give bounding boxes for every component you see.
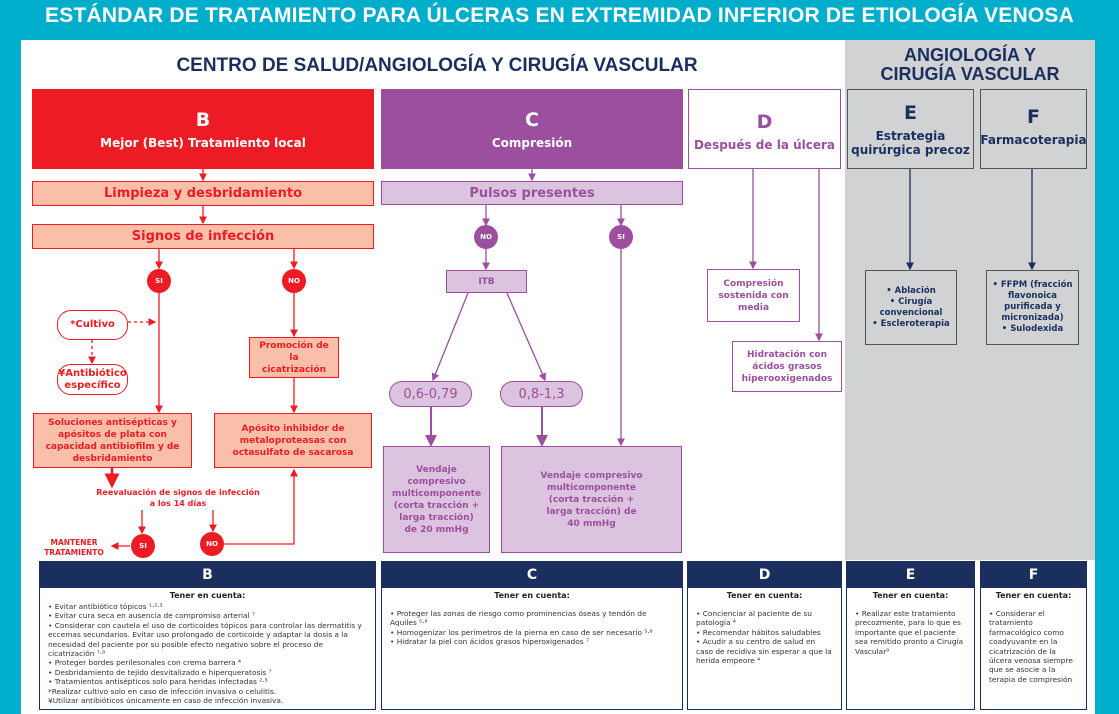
- hidratacion-acidos-grasos: Hidratación con ácidos grasos hiperooxig…: [732, 341, 842, 392]
- list-item: • Sulodexida: [1001, 324, 1064, 334]
- note-footnote: *Realizar cultivo solo en caso de infecc…: [48, 686, 277, 696]
- step-signos-infeccion: Signos de infección: [32, 224, 374, 249]
- column-f-header: F Farmacoterapia: [980, 89, 1087, 169]
- mantener-tratamiento: MANTENER TRATAMIENTO: [44, 538, 104, 557]
- soluciones-antisepticas: Soluciones antisépticas y apósitos de pl…: [33, 413, 192, 468]
- column-letter: D: [756, 110, 773, 133]
- step-pulsos-presentes: Pulsos presentes: [381, 181, 683, 205]
- heading-line: ANGIOLOGÍA Y: [903, 45, 1036, 65]
- column-d-header: D Después de la úlcera: [688, 89, 841, 169]
- decision-si: SI: [609, 225, 633, 249]
- notes-c: C Tener en cuenta: Proteger las zonas de…: [381, 561, 683, 710]
- note-item: Evitar cura seca en ausencia de compromi…: [48, 611, 367, 620]
- note-item: Homogenizar los perímetros de la pierna …: [390, 628, 674, 637]
- reevaluacion-text: Reevaluación de signos de infección a los…: [80, 487, 276, 509]
- heading-line: CIRUGÍA VASCULAR: [880, 64, 1060, 84]
- notes-letter: C: [382, 562, 682, 588]
- notes-letter: B: [40, 562, 375, 588]
- compresion-sostenida: Compresión sostenida con media: [707, 269, 800, 322]
- note-item: Recomendar hábitos saludables: [696, 628, 833, 637]
- note-item: Proteger bordes perilesonales con crema …: [48, 658, 367, 667]
- reevaluacion-si: SI: [131, 534, 155, 558]
- list-item: • Ablación: [886, 285, 936, 296]
- note-item: Desbridamiento de tejido desvitalizado e…: [48, 668, 367, 677]
- notes-heading: Tener en cuenta:: [494, 591, 570, 600]
- note-footnote: ¥Utilizar antibióticos únicamente en cas…: [48, 696, 284, 706]
- decision-no: NO: [282, 269, 306, 293]
- page-title: ESTÁNDAR DE TRATAMIENTO PARA ÚLCERAS EN …: [45, 4, 1074, 27]
- list-item: • FFPM (fracción flavonoica purificada y…: [992, 280, 1073, 323]
- column-c-header: C Compresión: [381, 89, 683, 169]
- column-label: Farmacoterapia: [980, 133, 1087, 147]
- note-item: Acudir a su centro de salud en caso de r…: [696, 637, 833, 665]
- notes-heading: Tener en cuenta:: [995, 591, 1072, 600]
- aposito-inhibidor: Apósito inhibidor de metaloproteasas con…: [214, 413, 372, 468]
- reevaluacion-line: Reevaluación de signos de infección: [96, 488, 260, 497]
- notes-b: B Tener en cuenta: Evitar antibiótico tó…: [39, 561, 376, 710]
- column-letter: B: [195, 108, 211, 131]
- note-item: Concienciar al paciente de su patología …: [696, 609, 833, 628]
- note-item: Considerar el tratamiento farmacológico …: [989, 609, 1078, 684]
- itb-node: ITB: [446, 270, 527, 293]
- column-b-header: B Mejor (Best) Tratamiento local: [32, 89, 374, 169]
- notes-letter: D: [688, 562, 841, 588]
- reevaluacion-no: NO: [200, 532, 224, 556]
- column-label: Después de la úlcera: [693, 137, 836, 152]
- vendaje-20mmhg: Vendaje compresivo multicomponente (cort…: [383, 446, 490, 553]
- notes-heading: Tener en cuenta:: [726, 591, 803, 600]
- f-treatment-list: • FFPM (fracción flavonoica purificada y…: [986, 270, 1079, 345]
- notes-e: E Tener en cuenta: Realizar este tratami…: [846, 561, 975, 710]
- notes-letter: F: [981, 562, 1086, 588]
- e-treatment-list: • Ablación• Cirugía convencional• Escler…: [865, 270, 957, 345]
- step-limpieza: Limpieza y desbridamiento: [32, 181, 374, 206]
- note-item: Hidratar la piel con ácidos grasos hiper…: [390, 637, 674, 646]
- column-letter: C: [525, 108, 539, 131]
- itb-range-low: 0,6-0,79: [389, 381, 472, 407]
- notes-heading: Tener en cuenta:: [169, 591, 246, 600]
- vendaje-40mmhg: Vendaje compresivo multicomponente (cort…: [501, 446, 682, 553]
- note-item: Realizar este tratamiento precozmente, p…: [855, 609, 966, 656]
- notes-f: F Tener en cuenta: Considerar el tratami…: [980, 561, 1087, 710]
- itb-range-high: 0,8-1,3: [500, 381, 583, 407]
- note-item: Considerar con cautela el uso de cortico…: [48, 621, 367, 659]
- column-label: Compresión: [491, 135, 573, 150]
- column-label: Estrategia quirúrgica precoz: [851, 128, 970, 157]
- promocion-cicatrizacion: Promoción de la cicatrización: [249, 337, 339, 378]
- notes-letter: E: [847, 562, 974, 588]
- antibiotico-node: ¥Antibiótico específico: [57, 364, 128, 395]
- note-item: Evitar antibiótico tópicos ¹·²·³: [48, 602, 367, 611]
- notes-heading: Tener en cuenta:: [872, 591, 949, 600]
- decision-no: NO: [474, 225, 498, 249]
- list-item: • Cirugía convencional: [879, 296, 943, 318]
- cultivo-node: *Cultivo: [57, 310, 128, 340]
- reevaluacion-line: a los 14 días: [149, 499, 207, 508]
- column-label: Mejor (Best) Tratamiento local: [100, 135, 306, 150]
- column-letter: F: [1027, 106, 1040, 128]
- column-letter: E: [904, 101, 917, 124]
- note-item: Proteger las zonas de riesgo como promin…: [390, 609, 674, 628]
- note-item: Tratamientos antisépticos solo para heri…: [48, 677, 367, 686]
- notes-d: D Tener en cuenta: Concienciar al pacien…: [687, 561, 842, 710]
- list-item: • Escleroterapia: [872, 318, 950, 329]
- section-heading-primary: CENTRO DE SALUD/ANGIOLOGÍA Y CIRUGÍA VAS…: [176, 55, 698, 76]
- decision-si: SI: [147, 269, 171, 293]
- column-e-header: E Estrategia quirúrgica precoz: [847, 89, 974, 169]
